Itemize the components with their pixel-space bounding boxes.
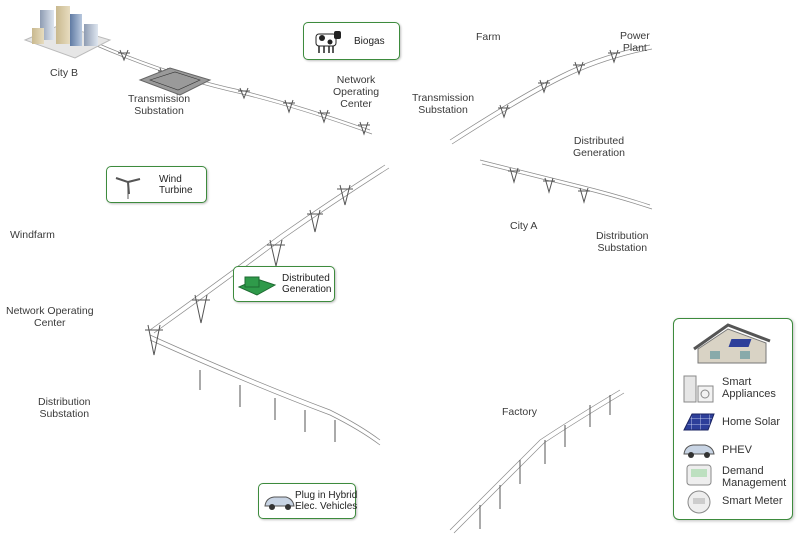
label-power-plant: Power Plant	[620, 30, 650, 54]
wind-turbine-icon	[115, 177, 141, 199]
thermostat-icon	[686, 464, 712, 486]
callout-plug-in-hybrid: Plug in Hybrid Elec. Vehicles	[258, 483, 358, 519]
callout-plug-in-hybrid-label: Plug in Hybrid Elec. Vehicles	[295, 490, 358, 512]
callout-distributed-generation: Distributed Generation	[233, 266, 335, 302]
cow-icon	[315, 31, 341, 53]
label-distribution-substation-right: Distribution Substation	[596, 230, 649, 254]
label-farm: Farm	[476, 31, 501, 43]
appliances-icon	[683, 375, 714, 403]
car-icon	[683, 444, 715, 458]
generator-icon	[237, 276, 277, 296]
label-distributed-generation-right: Distributed Generation	[573, 135, 625, 159]
power-lines	[89, 39, 653, 534]
label-factory: Factory	[502, 406, 538, 418]
callout-biogas-label: Biogas	[354, 36, 385, 47]
label-network-operating-center-top: Network Operating Center	[333, 74, 380, 110]
legend-item-phev: PHEV	[722, 444, 752, 456]
label-transmission-substation-left: Transmission Substation	[128, 93, 191, 117]
label-distribution-substation-left: Distribution Substation	[38, 396, 91, 420]
label-transmission-substation-center: Transmission Substation	[412, 92, 475, 116]
smart-home-legend: Smart Appliances Home Solar PHEV Demand …	[673, 318, 793, 520]
legend-item-smart-appliances: Smart Appliances	[722, 376, 776, 400]
hybrid-car-icon	[264, 496, 295, 510]
smart-house-icon	[693, 323, 771, 364]
label-windfarm: Windfarm	[10, 229, 55, 241]
callout-distributed-generation-label: Distributed Generation	[282, 273, 332, 295]
solar-panel-icon	[683, 413, 715, 431]
callout-wind-turbine: Wind Turbine	[106, 166, 207, 203]
label-city-a: City A	[510, 220, 538, 232]
callout-biogas: Biogas	[303, 22, 400, 60]
legend-item-demand-management: Demand Management	[722, 465, 787, 489]
label-city-b: City B	[50, 67, 79, 79]
transmission-substation-left-illustration	[138, 67, 212, 96]
city-b-illustration	[23, 6, 112, 59]
pylons	[118, 49, 620, 529]
callout-wind-turbine-label: Wind Turbine	[159, 174, 193, 196]
legend-item-smart-meter: Smart Meter	[722, 495, 783, 507]
legend-item-home-solar: Home Solar	[722, 416, 781, 428]
meter-icon	[687, 490, 711, 514]
label-network-operating-center-left: Network Operating Center	[6, 305, 94, 329]
